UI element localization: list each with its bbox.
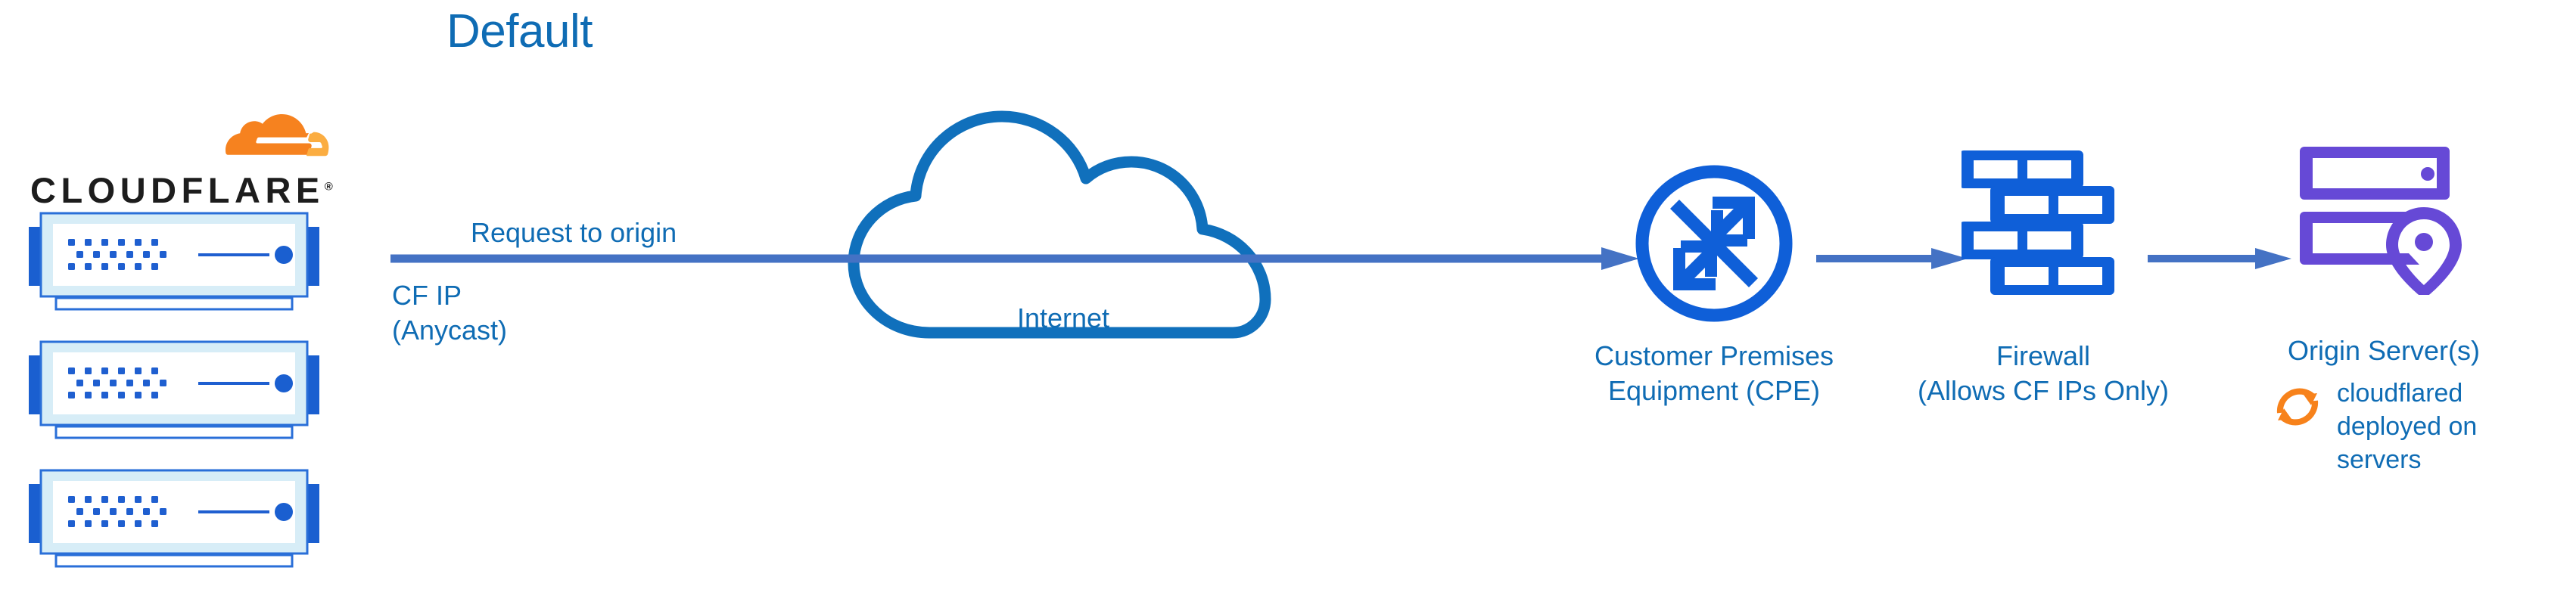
cloudflared-note: cloudflared deployed on servers bbox=[2270, 377, 2573, 476]
firewall-label: Firewall (Allows CF IPs Only) bbox=[1877, 339, 2210, 408]
brick-wall-icon bbox=[1962, 150, 2114, 295]
cloudflare-wordmark-text: CLOUDFLARE bbox=[30, 170, 325, 210]
cpe-label-line-2: Equipment (CPE) bbox=[1607, 375, 1821, 406]
cloudflared-note-text: cloudflared deployed on servers bbox=[2337, 379, 2478, 474]
cloudflare-wordmark: CLOUDFLARE® bbox=[30, 169, 333, 211]
cf-ip-anycast-label: CF IP (Anycast) bbox=[392, 278, 507, 348]
cf-ip-line-1: CF IP bbox=[392, 280, 462, 311]
rack-server-icon bbox=[29, 469, 319, 568]
cloudflare-logo: CLOUDFLARE® bbox=[30, 98, 348, 212]
registered-trademark-mark: ® bbox=[324, 180, 333, 194]
cpe-label-line-1: Customer Premises bbox=[1594, 340, 1834, 371]
router-four-arrows-icon bbox=[1635, 165, 1793, 322]
cf-ip-line-2: (Anycast) bbox=[392, 315, 508, 346]
rack-server-icon bbox=[29, 340, 319, 439]
firewall-label-line-2: (Allows CF IPs Only) bbox=[1917, 375, 2170, 406]
firewall-label-line-1: Firewall bbox=[1996, 340, 2090, 371]
server-with-location-pin-icon bbox=[2300, 147, 2462, 295]
right-arrow-icon bbox=[1816, 248, 1968, 269]
request-to-origin-label: Request to origin bbox=[471, 217, 677, 248]
internet-label: Internet bbox=[1016, 302, 1110, 333]
rack-server-icon bbox=[29, 212, 319, 311]
right-arrow-icon bbox=[390, 247, 1639, 270]
sync-refresh-icon bbox=[2276, 388, 2319, 426]
cloudflare-cloud-logo-icon bbox=[226, 114, 329, 157]
diagram-title: Default bbox=[446, 5, 593, 57]
cpe-label: Customer Premises Equipment (CPE) bbox=[1544, 339, 1884, 408]
right-arrow-icon bbox=[2148, 248, 2291, 269]
origin-server-label: Origin Server(s) bbox=[2287, 335, 2481, 366]
